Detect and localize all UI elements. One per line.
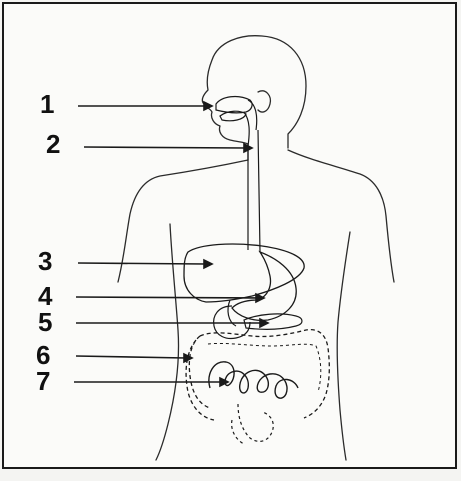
head-outline xyxy=(202,36,306,160)
label-number-7: 7 xyxy=(36,368,50,394)
pointer-line-3 xyxy=(78,263,206,264)
arrowhead-6 xyxy=(184,354,192,362)
label-number-1: 1 xyxy=(40,91,54,117)
pharynx xyxy=(244,100,257,146)
mouth-cavity xyxy=(216,97,252,113)
liver xyxy=(184,244,304,302)
label-number-2: 2 xyxy=(46,131,60,157)
rectum xyxy=(238,404,273,441)
large-intestine-inner xyxy=(208,343,321,392)
label-number-4: 4 xyxy=(38,283,52,309)
torso-right-outline xyxy=(337,232,350,460)
stomach xyxy=(232,252,296,320)
label-number-6: 6 xyxy=(36,342,50,368)
arrowhead-1 xyxy=(204,102,212,110)
gallbladder xyxy=(228,300,236,326)
rectum-lower xyxy=(232,420,244,444)
large-intestine xyxy=(186,330,329,420)
pointer-line-2 xyxy=(84,147,246,148)
arrowhead-2 xyxy=(244,144,252,152)
ear-outline xyxy=(258,91,270,112)
arrowhead-4 xyxy=(256,294,264,302)
arrowhead-3 xyxy=(204,260,212,268)
pancreas xyxy=(244,314,302,329)
torso-left-outline xyxy=(156,224,179,460)
pointer-line-6 xyxy=(76,356,186,358)
label-number-3: 3 xyxy=(38,248,52,274)
pointer-line-4 xyxy=(76,297,258,298)
label-number-5: 5 xyxy=(38,309,52,335)
shoulders-outline xyxy=(118,150,394,282)
